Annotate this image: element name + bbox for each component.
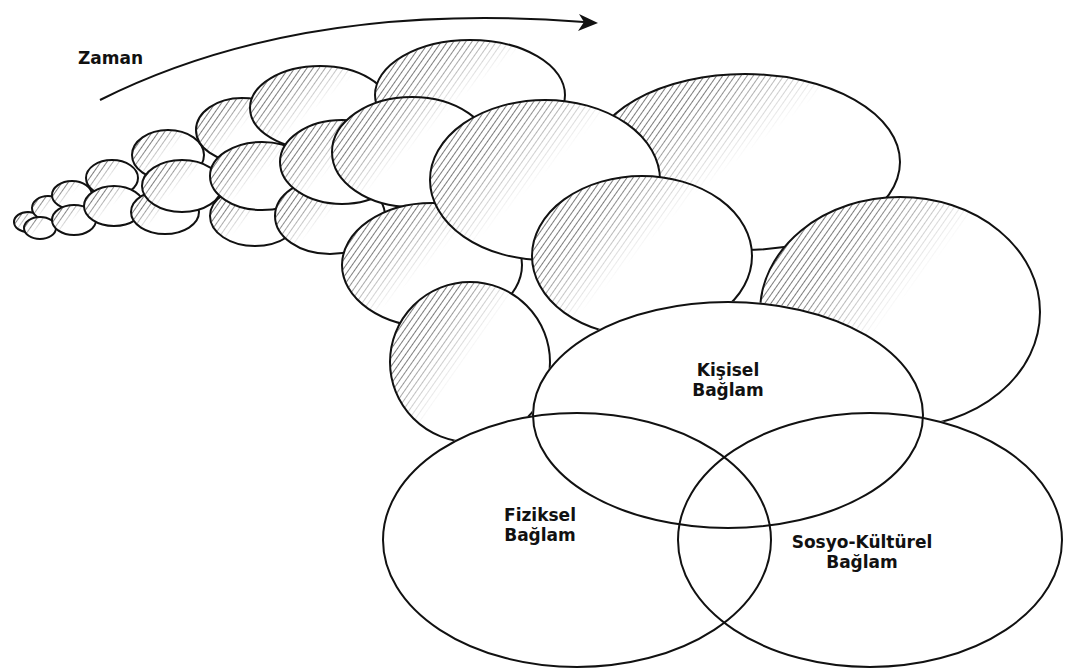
circle-outline-svg	[532, 301, 924, 529]
context-label: Fiziksel Bağlam	[480, 505, 600, 545]
context-label: Sosyo-Kültürel Bağlam	[773, 532, 951, 572]
circle-outline	[533, 302, 923, 528]
circle-outline-svg	[382, 412, 772, 668]
time-arrow	[100, 18, 584, 100]
context-circle: Kişisel Bağlam	[532, 301, 924, 529]
circle-outline	[678, 413, 1062, 667]
venn-fill	[677, 412, 1063, 668]
axis-label: Zaman	[78, 48, 143, 68]
context-circle: Sosyo-Kültürel Bağlam	[677, 412, 1063, 668]
context-circle: Fiziksel Bağlam	[382, 412, 772, 668]
time-arrowhead	[578, 14, 598, 31]
context-label: Kişisel Bağlam	[663, 360, 793, 400]
circle-outline	[383, 413, 771, 667]
